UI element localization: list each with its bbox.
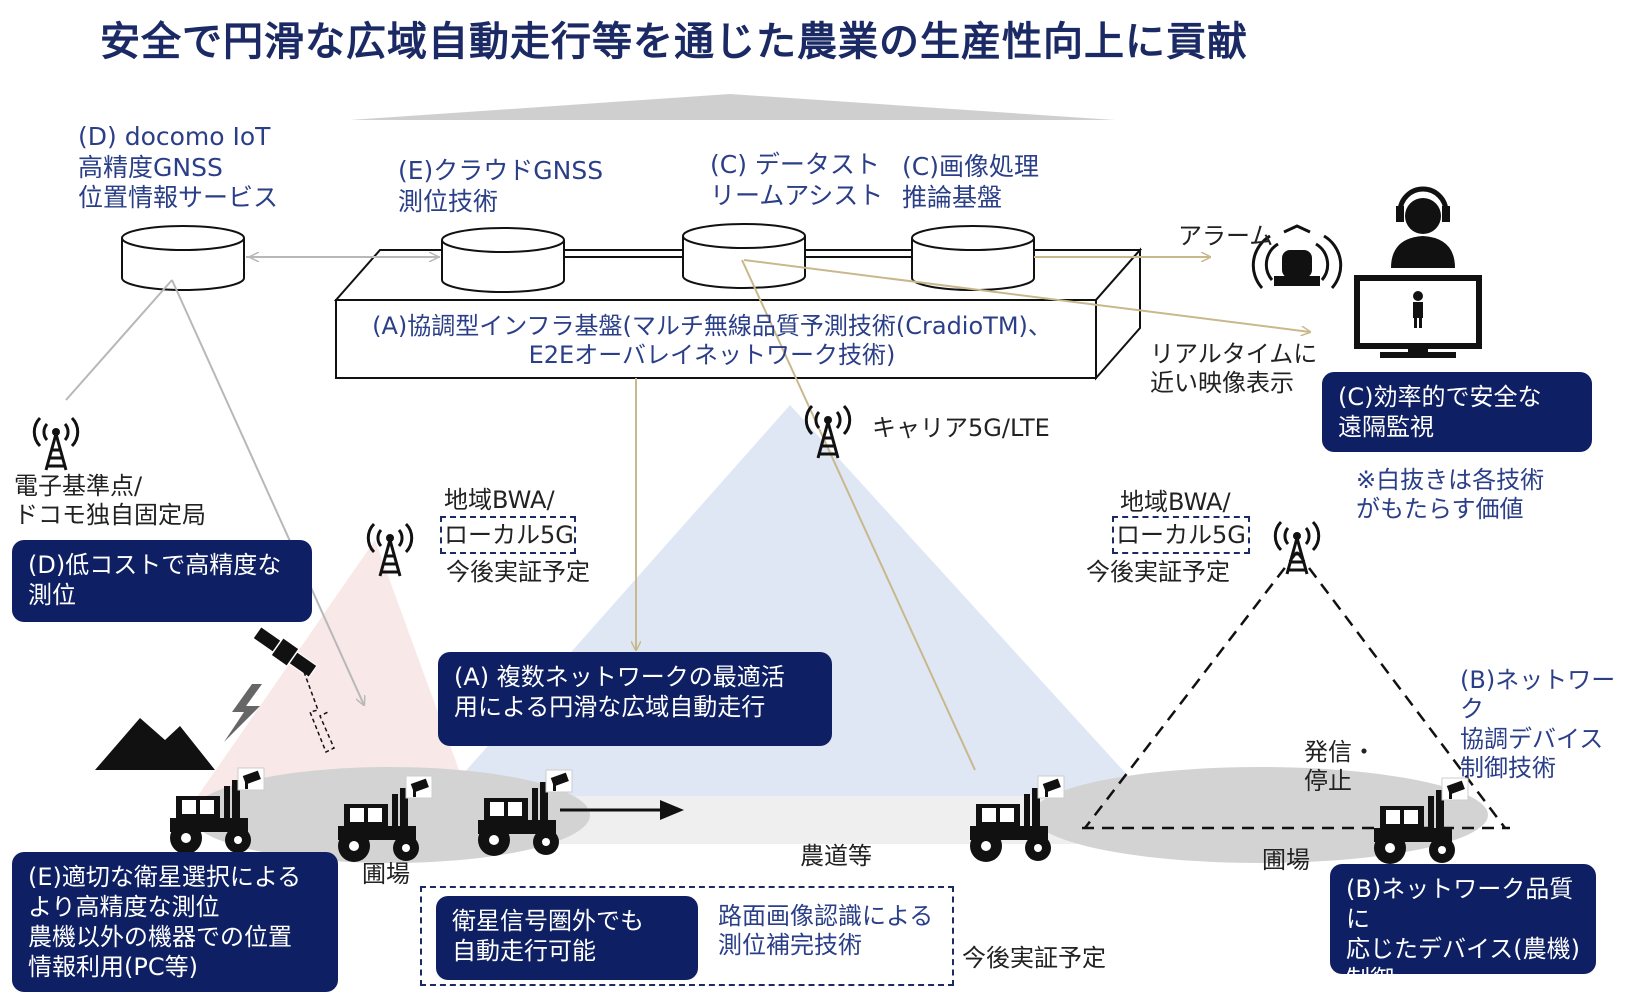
label-reference-station: 電子基準点/ ドコモ独自固定局: [14, 472, 206, 530]
top-roof-shape: [350, 94, 1115, 120]
label-field-left: 圃場: [362, 860, 410, 888]
label-bwa-left: 地域BWA/: [444, 486, 555, 514]
mountain-icon: [95, 718, 215, 770]
box-e-satellite: (E)適切な衛星選択による より高精度な測位 農機以外の機器での位置 情報利用(…: [12, 852, 338, 992]
cylinder-docomo-gnss: [121, 225, 245, 291]
label-future-right: 今後実証予定: [1086, 558, 1230, 586]
label-network-device-tech: (B)ネットワーク 協調デバイス 制御技術: [1460, 666, 1616, 782]
label-docomo-gnss: (D) docomo IoT 高精度GNSS 位置情報サービス: [78, 122, 279, 212]
box-out-of-range: 衛星信号圏外でも 自動走行可能: [436, 896, 698, 980]
local5g-coverage-cone: [195, 540, 470, 800]
label-farm-road: 農道等: [800, 842, 872, 870]
dashed-local5g-right: ローカル5G: [1112, 516, 1250, 554]
label-realtime-video: リアルタイムに 近い映像表示: [1150, 340, 1318, 398]
label-future-bottom: 今後実証予定: [962, 944, 1106, 972]
label-road-image: 路面画像認識による 測位補完技術: [718, 902, 934, 960]
antenna-local5g-right-icon: [1273, 520, 1321, 576]
page-title: 安全で円滑な広域自動走行等を通じた農業の生産性向上に貢献: [100, 19, 1248, 65]
label-send-stop: 発信・ 停止: [1304, 738, 1376, 796]
alarm-light-icon: [1251, 224, 1343, 290]
signal-dashed-icon: [303, 671, 335, 754]
cylinder-data-stream: [682, 223, 806, 289]
label-field-right: 圃場: [1262, 846, 1310, 874]
label-local5g-right: ローカル5G: [1116, 521, 1246, 549]
label-cloud-gnss: (E)クラウドGNSS 測位技術: [398, 156, 604, 216]
box-a-multi-network: (A) 複数ネットワークの最適活 用による円滑な広域自動走行: [438, 652, 832, 746]
dashed-future-group: [420, 886, 954, 986]
label-local5g-left: ローカル5G: [444, 521, 574, 549]
label-alarm: アラーム: [1178, 222, 1274, 250]
cylinder-cloud-gnss: [441, 227, 565, 293]
operator-icon: [1391, 186, 1455, 268]
cylinder-image-processing: [911, 225, 1035, 291]
satellite-icon: [252, 626, 318, 678]
dashed-local5g-left: ローカル5G: [440, 516, 576, 554]
label-data-stream: (C) データスト リームアシスト: [710, 150, 884, 210]
monitor-icon: [1354, 275, 1482, 358]
box-d-low-cost: (D)低コストで高精度な 測位: [12, 540, 312, 622]
label-note: ※白抜きは各技術 がもたらす価値: [1356, 466, 1545, 524]
box-c-monitoring: (C)効率的で安全な 遠隔監視: [1322, 372, 1592, 452]
label-bwa-right: 地域BWA/: [1120, 488, 1231, 516]
label-image-processing: (C)画像処理 推論基盤: [902, 152, 1039, 212]
label-carrier: キャリア5G/LTE: [872, 414, 1050, 442]
label-infra-platform: (A)協調型インフラ基盤(マルチ無線品質予測技術(CradioTM)、 E2Eオ…: [372, 312, 1052, 370]
label-future-left: 今後実証予定: [446, 558, 590, 586]
antenna-reference-station-icon: [32, 416, 80, 472]
box-b-device-control: (B)ネットワーク品質に 応じたデバイス(農機) 制御: [1330, 864, 1596, 993]
infra-platform-front: [335, 299, 1097, 379]
